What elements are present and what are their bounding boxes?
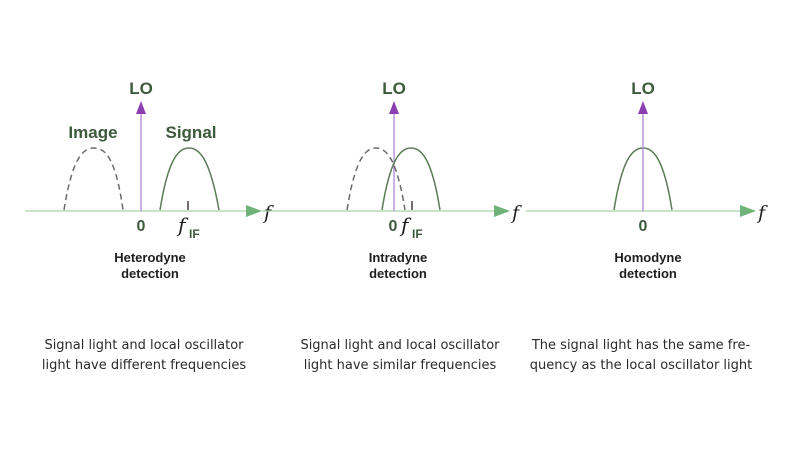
axis-f-label: f	[510, 202, 522, 224]
axis-arrow-icon	[246, 205, 262, 217]
axis-f-label: f	[262, 202, 274, 224]
image-spectrum-curve	[346, 147, 406, 211]
image-label: Image	[68, 123, 117, 142]
fif-label: f	[399, 213, 412, 237]
panel-intradyne: f LO 0 f IF Intradyne detection	[262, 79, 522, 281]
panel-title-line1: Homodyne	[614, 250, 681, 265]
description-line: Signal light and local oscillator	[300, 338, 500, 353]
fif-subscript: IF	[189, 227, 200, 241]
zero-label: 0	[639, 218, 648, 235]
description-line: light have similar frequencies	[303, 358, 497, 373]
description-homodyne: The signal light has the same fre- quenc…	[511, 336, 771, 376]
axis-arrow-icon	[740, 205, 756, 217]
lo-label: LO	[382, 79, 406, 98]
signal-spectrum-curve	[381, 147, 441, 211]
description-line: quency as the local oscillator light	[529, 358, 753, 373]
panel-homodyne: f LO 0 Homodyne detection	[526, 79, 768, 281]
lo-arrow-icon	[136, 101, 146, 114]
fif-subscript: IF	[412, 227, 423, 241]
lo-label: LO	[129, 79, 153, 98]
panel-title-line2: detection	[121, 266, 179, 281]
lo-arrow-icon	[389, 101, 399, 114]
signal-label: Signal	[165, 123, 216, 142]
description-intradyne: Signal light and local oscillator light …	[270, 336, 530, 376]
description-line: The signal light has the same fre-	[531, 338, 751, 353]
description-line: light have different frequencies	[41, 358, 247, 373]
zero-label: 0	[389, 218, 398, 235]
zero-label: 0	[137, 218, 146, 235]
lo-arrow-icon	[638, 101, 648, 114]
axis-arrow-icon	[494, 205, 510, 217]
axis-f-label: f	[756, 202, 768, 224]
image-spectrum-curve	[63, 147, 124, 211]
panel-title-line1: Heterodyne	[114, 250, 186, 265]
description-heterodyne: Signal light and local oscillator light …	[14, 336, 274, 376]
panel-title-line1: Intradyne	[369, 250, 428, 265]
panel-title-line2: detection	[369, 266, 427, 281]
panel-title-line2: detection	[619, 266, 677, 281]
signal-spectrum-curve	[159, 147, 220, 211]
fif-label: f	[176, 213, 189, 237]
panel-heterodyne: f LO Image Signal 0 f IF Heterodyne dete…	[25, 79, 274, 281]
lo-label: LO	[631, 79, 655, 98]
description-line: Signal light and local oscillator	[44, 338, 244, 353]
